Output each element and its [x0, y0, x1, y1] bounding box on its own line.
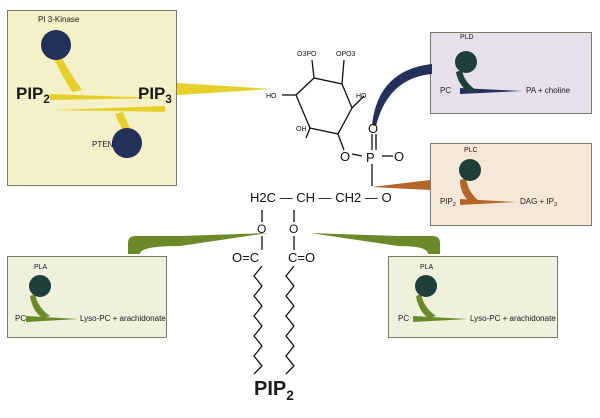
pi3k-connector-pointer — [177, 83, 272, 95]
plc-stem — [460, 178, 478, 202]
plc-substrate-label: PIP2 — [440, 197, 456, 208]
phosphorus-label: P — [366, 150, 375, 165]
pla-left-substrate-label: PC — [15, 314, 27, 323]
pla-right-stem — [416, 294, 436, 318]
pla-left-stem — [30, 294, 50, 318]
plc-product-label: DAG + IP3 — [520, 197, 558, 208]
phosphate-left-label: O3PO — [297, 51, 317, 58]
hydroxyl-left-label: HO — [266, 93, 277, 100]
pip3-label: PIP3 — [138, 84, 172, 107]
pld-substrate-label: PC — [440, 86, 452, 95]
pla-right-connector-pointer — [310, 233, 440, 254]
pld-reaction-arrow — [460, 88, 522, 94]
plc-enzyme-label: PLC — [464, 147, 478, 154]
pip2-molecule-title: PIP2 — [254, 378, 294, 403]
carbonyl-right-label: C=O — [288, 250, 315, 265]
pla-right-enzyme-ball — [415, 275, 437, 297]
pla-right-product-label: Lyso-PC + arachidonate — [470, 314, 556, 323]
pla-right-reaction-arrow — [413, 316, 468, 322]
pla-left-reaction-arrow — [26, 316, 78, 322]
ester-oxygen-right-label: O — [289, 222, 298, 236]
inositol-ring — [282, 59, 365, 151]
pla-left-enzyme-ball — [29, 275, 51, 297]
pla-right-substrate-label: PC — [398, 314, 410, 323]
pla-left-product-label: Lyso-PC + arachidonate — [80, 314, 166, 323]
pld-enzyme-label: PLD — [460, 34, 474, 41]
fatty-acid-chain-right — [285, 265, 295, 375]
pip2-label: PIP2 — [16, 84, 50, 107]
pla-left-enzyme-label: PLA — [34, 264, 48, 271]
carbonyl-left-label: O=C — [232, 250, 259, 265]
glycerol-backbone-label: H2C — CH — CH2 — O — [250, 190, 392, 205]
phosphate-right-label: OPO3 — [336, 51, 356, 58]
pla-left-connector-pointer — [128, 233, 268, 254]
phosphoryl-oxygen-label: O — [368, 121, 378, 136]
bridge-oxygen-label: O — [340, 149, 350, 164]
pld-connector-pointer — [372, 64, 432, 126]
pla-right-enzyme-label: PLA — [420, 264, 434, 271]
pten-enzyme-ball — [112, 128, 142, 158]
glycerol-and-ester-bonds — [261, 210, 295, 250]
pld-stem — [456, 70, 476, 92]
pten-label: PTEN — [92, 140, 114, 149]
pip3-to-pip2-arrow — [55, 106, 165, 112]
plc-enzyme-ball — [459, 159, 481, 181]
phosphate-bonds — [351, 134, 393, 186]
pip2-to-pip3-arrow — [50, 94, 160, 100]
pi3k-enzyme-ball — [41, 30, 71, 60]
phosphate-oxygen-right-label: O — [394, 149, 404, 164]
hydroxyl-right-label: HO — [356, 93, 367, 100]
pi3k-stem — [52, 50, 82, 92]
pld-product-label: PA + choline — [526, 86, 571, 95]
pld-enzyme-ball — [455, 51, 477, 73]
hydroxyl-bottom-label: OH — [296, 126, 307, 133]
fatty-acid-chain-left — [253, 265, 263, 375]
plc-panel — [430, 143, 592, 226]
pi3-kinase-label: PI 3-Kinase — [38, 15, 80, 24]
ester-oxygen-left-label: O — [257, 222, 266, 236]
plc-connector-pointer — [372, 180, 430, 190]
